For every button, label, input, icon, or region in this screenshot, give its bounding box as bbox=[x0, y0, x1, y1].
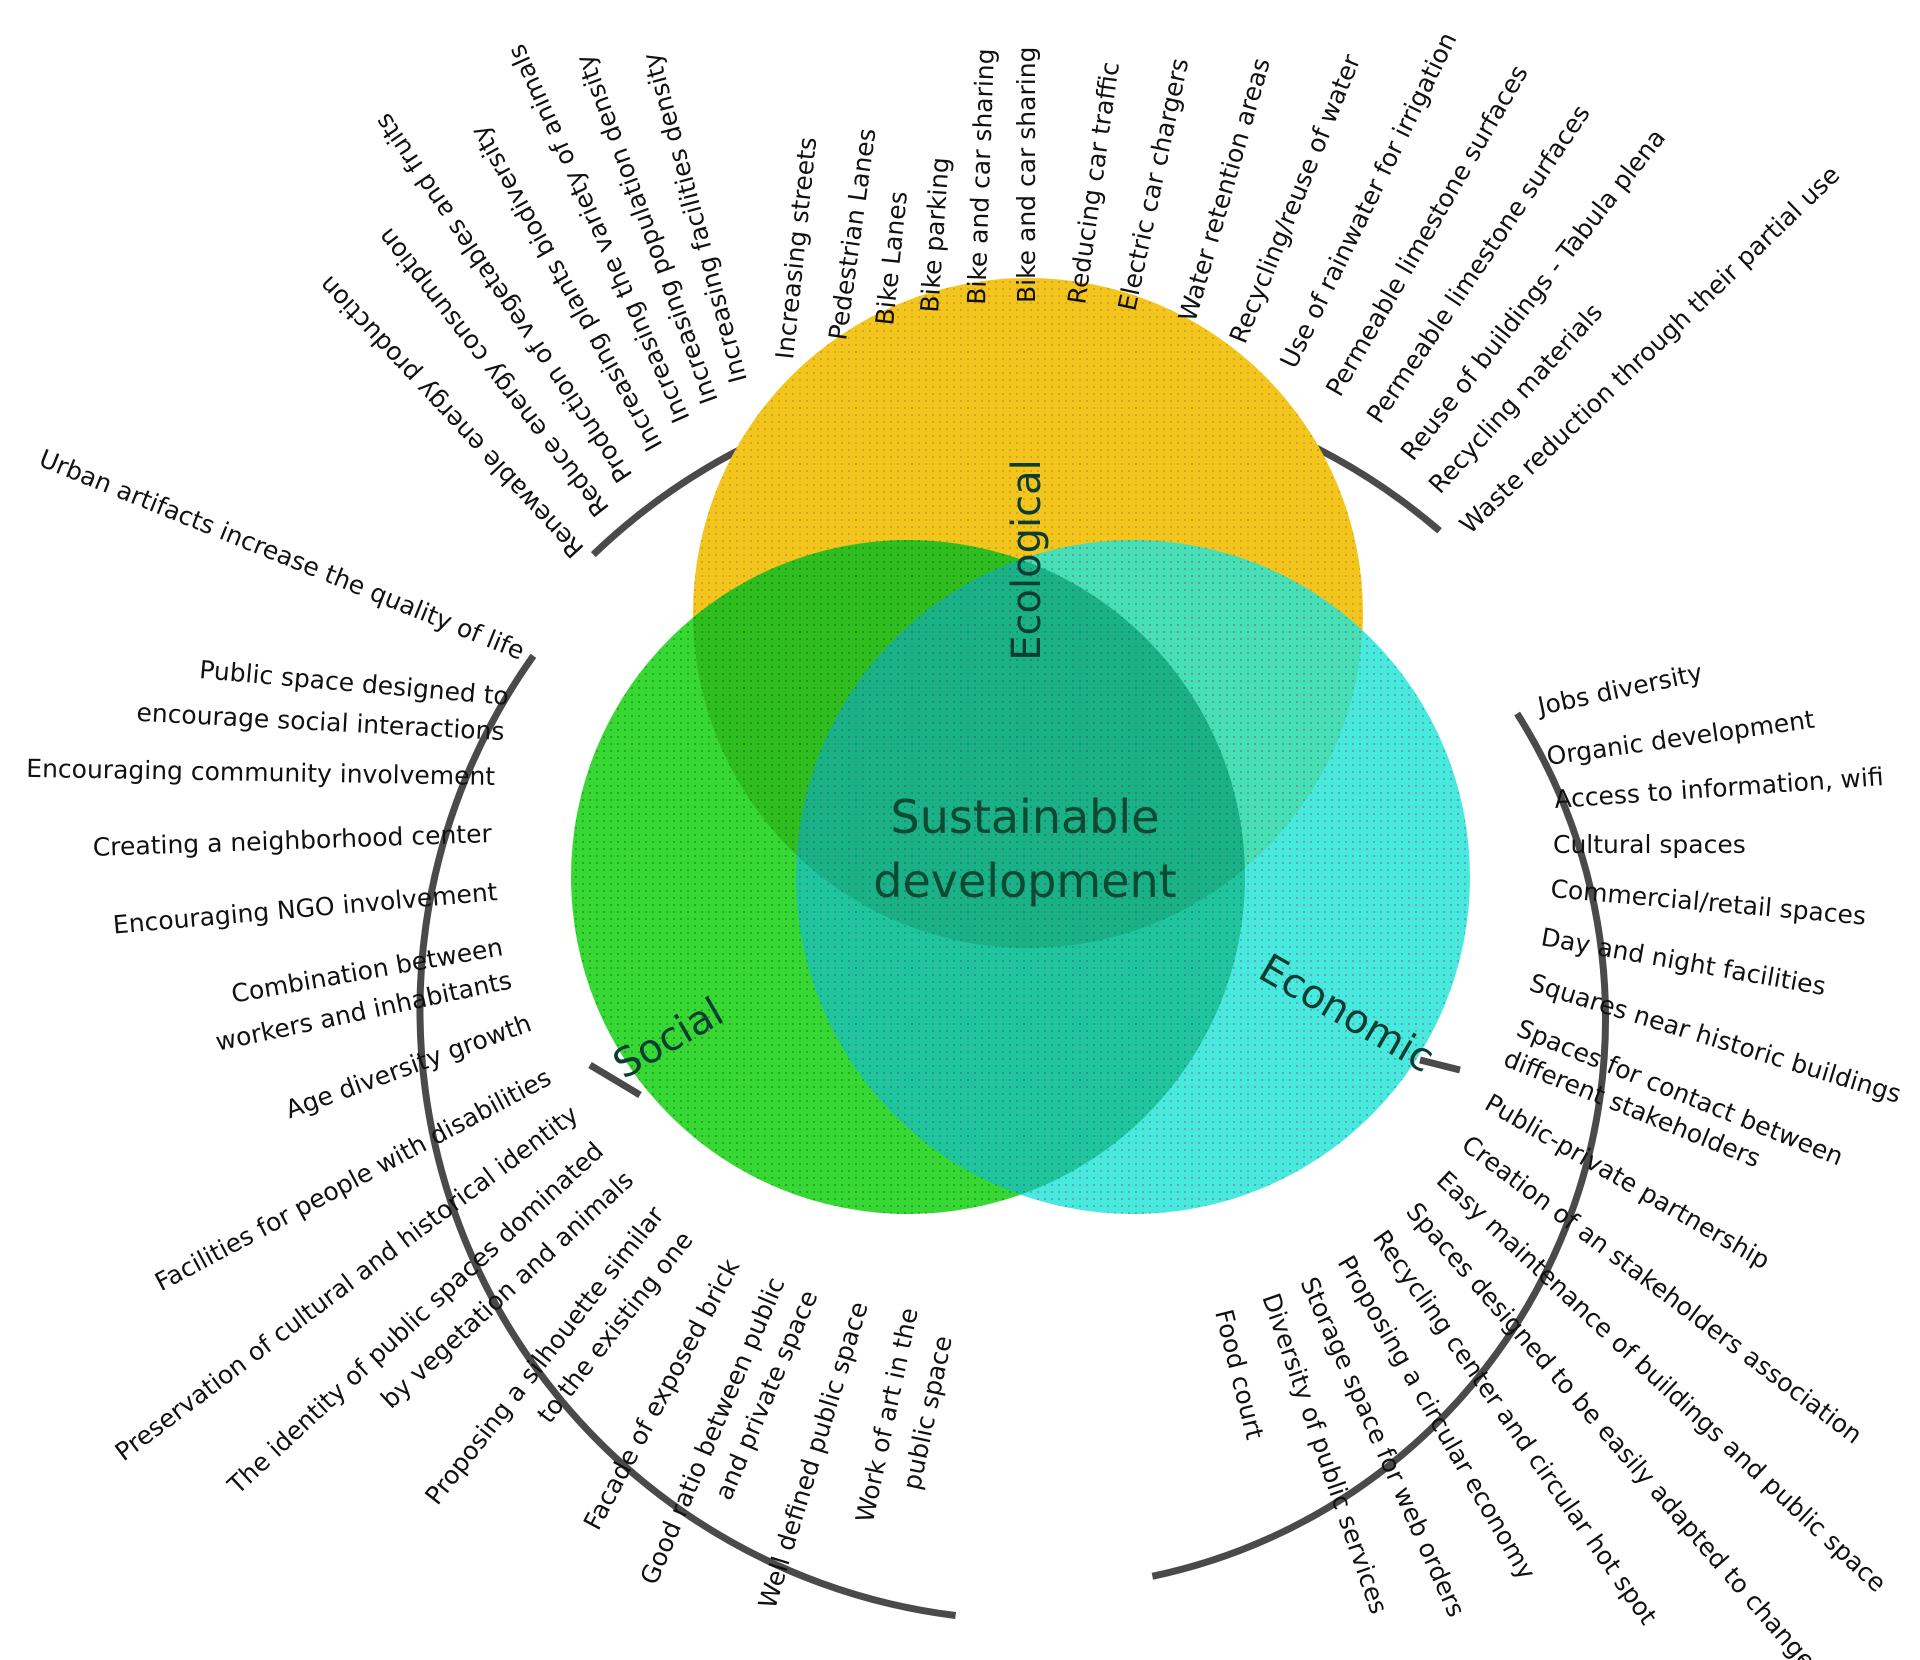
social-item: Urban artifacts increase the quality of … bbox=[35, 444, 528, 666]
eco-item: Bike and car sharing bbox=[962, 48, 1000, 305]
arc-social bbox=[416, 653, 957, 1619]
economic-item: Cultural spaces bbox=[1553, 830, 1746, 859]
center-title-line1: Sustainable bbox=[891, 790, 1160, 844]
section-label-ecological: Ecological bbox=[1004, 459, 1050, 660]
economic-item: Jobs diversity bbox=[1533, 658, 1705, 722]
economic-item: Organic development bbox=[1545, 705, 1817, 771]
social-item: Encouraging community involvement bbox=[26, 754, 496, 791]
circle-economic bbox=[796, 540, 1470, 1214]
arc-divider-social bbox=[588, 1061, 642, 1099]
eco-item: Bike and car sharing bbox=[1012, 47, 1041, 303]
social-item: Encouraging NGO involvement bbox=[112, 877, 499, 940]
arc-divider-economic bbox=[1419, 1056, 1461, 1074]
eco-item: Electric car chargers bbox=[1113, 56, 1195, 314]
economic-item: Food court bbox=[1209, 1306, 1269, 1442]
social-item: Creating a neighborhood center bbox=[92, 819, 493, 862]
center-title-line2: development bbox=[873, 854, 1176, 908]
arc-economic bbox=[1151, 711, 1609, 1580]
economic-item: Access to information, wifi bbox=[1553, 762, 1884, 814]
venn-circles bbox=[571, 278, 1470, 1214]
eco-item: Increasing streets bbox=[770, 136, 822, 361]
eco-item: Reducing car traffic bbox=[1062, 60, 1125, 306]
